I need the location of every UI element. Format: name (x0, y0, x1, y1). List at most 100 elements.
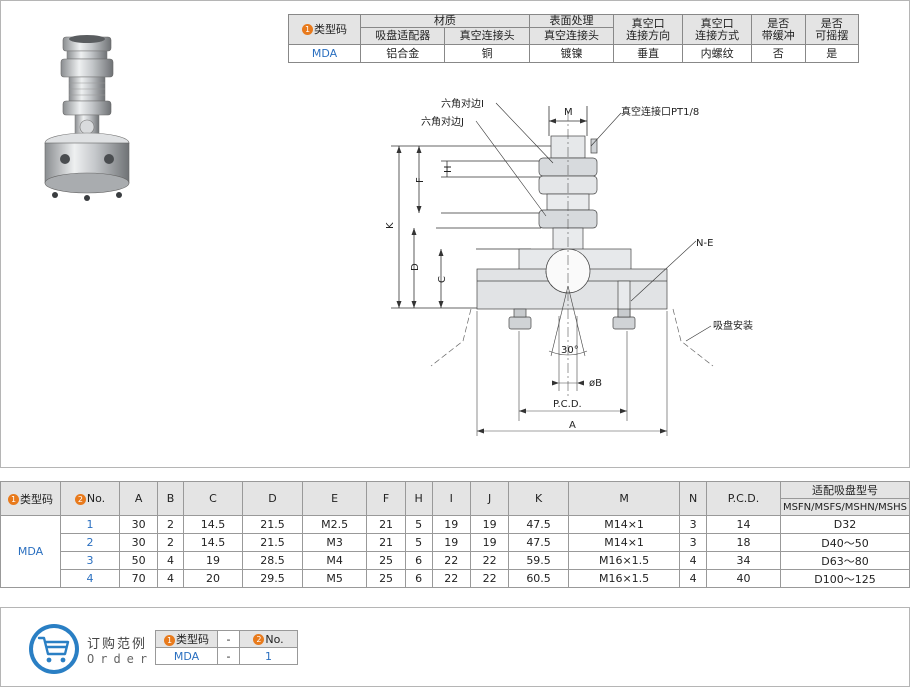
dim-row-no: 2 (60, 533, 120, 552)
order-type-value: MDA (155, 647, 218, 665)
dim-row-no: 1 (60, 515, 120, 534)
dim-cell: M16×1.5 (567, 569, 681, 588)
dim-col-b: B (157, 481, 184, 516)
label-m: M (564, 107, 573, 118)
badge-1: 1 (302, 24, 313, 35)
dim-cell: 34 (706, 551, 781, 570)
dim-suction: D63～80 (779, 551, 910, 570)
badge-2: 2 (253, 634, 265, 645)
dim-cell: 59.5 (508, 551, 569, 570)
dim-cell: 4 (679, 569, 708, 588)
label-a: A (569, 420, 576, 431)
shopping-cart-icon (29, 624, 79, 674)
dim-cell: M16×1.5 (567, 551, 681, 570)
spec-value-method: 内螺纹 (682, 44, 753, 63)
label-f: F (415, 177, 426, 183)
dim-col-j: J (469, 481, 510, 516)
spec-vac-method: 真空口连接方式 (682, 14, 753, 45)
dim-cell: 14.5 (182, 515, 244, 534)
order-dash: - (217, 630, 240, 648)
dim-col-d: D (242, 481, 303, 516)
spec-value-adapter: 铝合金 (359, 44, 446, 63)
label-ne: N-E (696, 238, 713, 249)
dim-suction: D32 (779, 515, 910, 534)
spec-material-adapter: 吸盘适配器 (359, 27, 446, 45)
dim-cell: 2 (157, 533, 184, 552)
label-suction-mount: 吸盘安装 (713, 319, 753, 332)
order-title-cn: 订购范例 (87, 637, 148, 652)
label-pcd: P.C.D. (553, 399, 582, 410)
badge-1: 1 (8, 494, 19, 505)
label-hex-i: 六角对边I (441, 97, 484, 110)
label-h: H (443, 165, 454, 173)
dim-cell: 18 (706, 533, 781, 552)
label-vac-port: 真空连接口PT1/8 (621, 105, 699, 118)
spec-surface-group: 表面处理 (528, 14, 615, 28)
dim-cell: 60.5 (508, 569, 569, 588)
dim-cell: 22 (469, 551, 510, 570)
dim-cell: 19 (431, 515, 471, 534)
dim-suction-header: 适配吸盘型号 (779, 481, 910, 499)
dim-cell: 70 (118, 569, 159, 588)
order-dash: - (217, 647, 240, 665)
dim-cell: 14 (706, 515, 781, 534)
dim-cell: M14×1 (567, 533, 681, 552)
dim-col-a: A (118, 481, 159, 516)
dim-row-no: 4 (60, 569, 120, 588)
dim-cell: 47.5 (508, 515, 569, 534)
dim-cell: 47.5 (508, 533, 569, 552)
dim-cell: 40 (706, 569, 781, 588)
dim-cell: 30 (118, 515, 159, 534)
spec-material-connector: 真空连接头 (444, 27, 530, 45)
dim-suction: D100～125 (779, 569, 910, 588)
dim-cell: 20 (182, 569, 244, 588)
dim-cell: 3 (679, 533, 708, 552)
dim-row-no: 3 (60, 551, 120, 570)
badge-1: 1 (164, 634, 175, 646)
dim-cell: 19 (182, 551, 244, 570)
dim-col-f: F (366, 481, 406, 516)
dim-cell: 4 (157, 569, 184, 588)
dim-cell: 29.5 (242, 569, 303, 588)
dim-cell: M3 (301, 533, 368, 552)
label-d: D (410, 263, 421, 271)
dim-cell: 25 (366, 569, 406, 588)
label-phi-b: øB (589, 378, 602, 389)
spec-material-group: 材质 (360, 14, 530, 28)
dim-cell: 14.5 (182, 533, 244, 552)
spec-value-type: MDA (288, 44, 361, 63)
dim-cell: 28.5 (242, 551, 303, 570)
dim-suction: D40～50 (779, 533, 910, 552)
spec-buffer: 是否带缓冲 (751, 14, 806, 45)
badge-2: 2 (74, 493, 86, 505)
dim-cell: 6 (404, 551, 433, 570)
dim-suction-sub: MSFN/MSFS/MSHN/MSHS (779, 498, 910, 516)
dim-col-c: C (182, 481, 244, 516)
order-no-value: 1 (239, 647, 298, 665)
dim-cell: M5 (301, 569, 368, 588)
spec-value-connector: 铜 (444, 44, 530, 63)
dim-col-pcd: P.C.D. (706, 481, 781, 516)
dim-col-k: K (508, 481, 569, 516)
dim-cell: 19 (469, 533, 510, 552)
dim-cell: 22 (469, 569, 510, 588)
spec-vac-direction: 真空口连接方向 (613, 14, 684, 45)
label-angle: 30° (561, 345, 579, 356)
dim-cell: 4 (157, 551, 184, 570)
dim-col-h: H (404, 481, 433, 516)
dim-cell: 50 (118, 551, 159, 570)
dim-cell: 21 (366, 533, 406, 552)
dim-cell: 5 (404, 533, 433, 552)
spec-surface-connector: 真空连接头 (528, 27, 615, 45)
dim-cell: 3 (679, 515, 708, 534)
dim-col-n: N (679, 481, 708, 516)
technical-drawing: 六角对边I 六角对边J M 真空连接口PT1/8 N-E 吸盘安装 30° øB… (385, 97, 753, 436)
dim-cell: 21.5 (242, 515, 303, 534)
